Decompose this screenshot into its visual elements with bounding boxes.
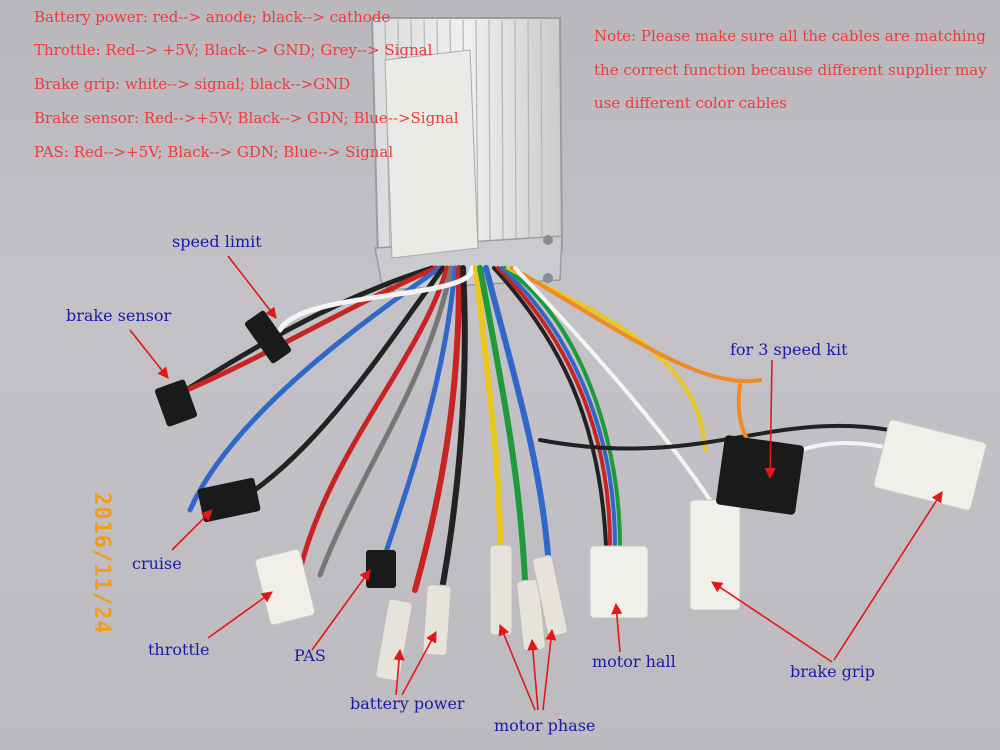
spec-brake-sensor: Brake sensor: Red-->+5V; Black--> GDN; B…: [34, 109, 459, 127]
connectors: [154, 310, 987, 682]
label-brake-sensor: brake sensor: [66, 306, 172, 325]
date-stamp: 2016/11/24: [89, 492, 114, 635]
wire-bundle: [167, 265, 902, 603]
controller-box: [370, 17, 564, 295]
label-3-speed-kit: for 3 speed kit: [730, 340, 848, 359]
note-line-3: use different color cables: [594, 94, 787, 112]
spec-pas: PAS: Red-->+5V; Black--> GDN; Blue--> Si…: [34, 143, 394, 161]
label-brake-grip: brake grip: [790, 662, 875, 681]
spec-throttle: Throttle: Red--> +5V; Black--> GND; Grey…: [34, 41, 433, 59]
label-motor-phase: motor phase: [494, 716, 596, 735]
label-battery-power: battery power: [350, 694, 465, 713]
label-speed-limit: speed limit: [172, 232, 262, 251]
spec-brake-grip: Brake grip: white--> signal; black-->GND: [34, 75, 351, 93]
note-line-1: Note: Please make sure all the cables ar…: [594, 27, 986, 45]
label-motor-hall: motor hall: [592, 652, 676, 671]
label-throttle: throttle: [148, 640, 210, 659]
spec-battery-power: Battery power: red--> anode; black--> ca…: [34, 8, 391, 26]
label-cruise: cruise: [132, 554, 182, 573]
note-line-2: the correct function because different s…: [594, 61, 987, 79]
label-pas: PAS: [294, 646, 326, 665]
annotation-arrows: [129, 255, 943, 711]
